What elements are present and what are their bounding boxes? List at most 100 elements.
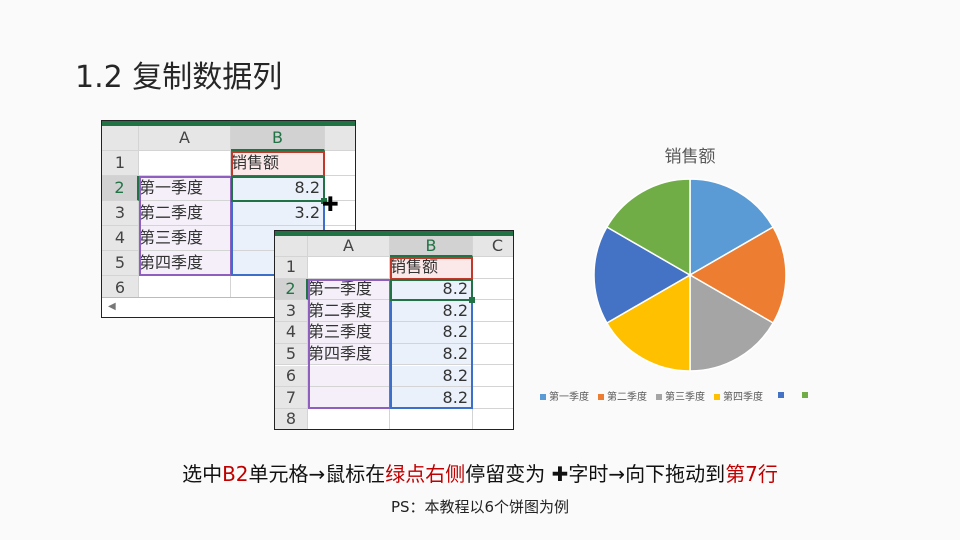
- cell-A3[interactable]: 第二季度: [308, 300, 390, 323]
- instruction-caption: 选中B2单元格→鼠标在绿点右侧停留变为 ✚字时→向下拖动到第7行: [0, 458, 960, 487]
- cell-A2[interactable]: 第一季度: [139, 176, 231, 201]
- row-header[interactable]: 4: [102, 226, 139, 251]
- ps-note: PS：本教程以6个饼图为例: [390, 498, 570, 516]
- cell-B2[interactable]: 8.2: [231, 176, 325, 201]
- cell-B2[interactable]: 8.2: [390, 278, 473, 301]
- cell-A1[interactable]: [308, 257, 390, 279]
- pie-slice-3[interactable]: [689, 273, 775, 372]
- row-header[interactable]: 3: [102, 201, 139, 226]
- cell-C2[interactable]: [325, 176, 355, 201]
- ribbon-bar: [102, 121, 355, 126]
- cell-B5[interactable]: 8.2: [390, 343, 473, 366]
- select-all-corner[interactable]: [102, 126, 139, 151]
- cell-A5[interactable]: 第四季度: [139, 251, 231, 276]
- cell-C1[interactable]: [473, 257, 513, 279]
- column-header-B[interactable]: B: [231, 126, 325, 151]
- legend-swatch: [598, 394, 604, 400]
- column-header-A[interactable]: A: [139, 126, 231, 151]
- row-header[interactable]: 1: [102, 151, 139, 176]
- caption-text: 单元格→鼠标在: [248, 462, 386, 486]
- chart-title: 销售额: [664, 147, 716, 167]
- legend-label: 第二季度: [607, 392, 647, 403]
- row-header[interactable]: 6: [102, 276, 139, 301]
- select-all-corner[interactable]: [275, 236, 308, 257]
- cell-B3[interactable]: 8.2: [390, 300, 473, 323]
- cell-A8[interactable]: [308, 408, 390, 429]
- fill-cursor-icon: ✚: [322, 192, 339, 216]
- legend-label: 第一季度: [549, 392, 589, 403]
- row-header[interactable]: 7: [275, 387, 308, 409]
- row-header[interactable]: 6: [275, 365, 308, 388]
- cell-C3[interactable]: [473, 300, 513, 323]
- cell-C4[interactable]: [473, 322, 513, 344]
- row-header[interactable]: 4: [275, 322, 308, 344]
- row-header[interactable]: 5: [102, 251, 139, 276]
- legend-swatch: [714, 394, 720, 400]
- cell-A3[interactable]: 第二季度: [139, 201, 231, 226]
- pie-slice-2[interactable]: [688, 225, 787, 325]
- legend-swatch: [802, 392, 808, 398]
- slide-title: 1.2 复制数据列: [75, 60, 283, 95]
- caption-highlight: 绿点右侧: [385, 462, 466, 486]
- cell-A6[interactable]: [139, 276, 231, 301]
- pie-slice-1[interactable]: [689, 178, 775, 277]
- legend-item: [802, 390, 811, 401]
- cell-C8[interactable]: [473, 409, 513, 429]
- row-header[interactable]: 1: [275, 257, 308, 279]
- fill-handle[interactable]: [321, 198, 327, 204]
- legend-item: 第三季度: [656, 388, 705, 403]
- caption-text: 停留变为: [465, 462, 552, 486]
- caption-text: 选中: [182, 462, 223, 486]
- legend-swatch: [656, 394, 662, 400]
- cell-C7[interactable]: [473, 387, 513, 409]
- pie-slice-6[interactable]: [605, 178, 691, 277]
- legend-label: 第四季度: [723, 392, 763, 403]
- caption-text: 字时→向下拖动到: [568, 462, 726, 486]
- cell-A7[interactable]: [308, 387, 390, 409]
- caption-highlight: 第7行: [725, 462, 778, 486]
- scroll-left-icon[interactable]: ◀: [108, 301, 116, 312]
- column-header-next[interactable]: [325, 126, 355, 151]
- caption-highlight: B2: [222, 462, 249, 486]
- cell-B1[interactable]: 销售额: [231, 151, 325, 176]
- cell-B3[interactable]: 3.2: [231, 201, 325, 226]
- column-header-B[interactable]: B: [390, 236, 473, 257]
- row-header[interactable]: 3: [275, 300, 308, 323]
- cell-C5[interactable]: [473, 344, 513, 366]
- crosshair-icon: ✚: [551, 462, 569, 486]
- cell-A2[interactable]: 第一季度: [308, 278, 390, 301]
- cell-A6[interactable]: [308, 365, 390, 388]
- cell-C1[interactable]: [325, 151, 355, 176]
- row-header[interactable]: 8: [275, 408, 308, 429]
- legend-item: 第二季度: [598, 388, 647, 403]
- column-header-C[interactable]: C: [473, 236, 513, 257]
- cell-B7[interactable]: 8.2: [390, 387, 473, 409]
- cell-A1[interactable]: [139, 151, 231, 176]
- row-header[interactable]: 5: [275, 343, 308, 366]
- legend-item: [778, 390, 787, 401]
- cell-A4[interactable]: 第三季度: [308, 322, 390, 344]
- pie-slice-5[interactable]: [593, 225, 692, 325]
- cell-B1[interactable]: 销售额: [390, 257, 473, 279]
- legend-swatch: [540, 394, 546, 400]
- column-header-A[interactable]: A: [308, 236, 390, 257]
- ribbon-bar: [275, 231, 513, 236]
- legend-item: 第四季度: [714, 388, 763, 403]
- cell-B4[interactable]: 8.2: [390, 322, 473, 344]
- fill-handle[interactable]: [469, 297, 475, 304]
- legend-swatch: [778, 392, 784, 398]
- cell-C3[interactable]: [325, 201, 355, 226]
- cell-B8[interactable]: [390, 408, 473, 429]
- row-header[interactable]: 2: [275, 278, 308, 301]
- cell-A5[interactable]: 第四季度: [308, 343, 390, 366]
- cell-C6[interactable]: [473, 366, 513, 388]
- pie-slice-4[interactable]: [605, 273, 691, 372]
- cell-C2[interactable]: [473, 279, 513, 301]
- pie-chart: [593, 178, 787, 372]
- chart-legend: 第一季度 第二季度 第三季度 第四季度: [540, 388, 811, 403]
- cell-B6[interactable]: 8.2: [390, 365, 473, 388]
- row-header[interactable]: 2: [102, 176, 139, 201]
- cell-A4[interactable]: 第三季度: [139, 226, 231, 251]
- legend-label: 第三季度: [665, 392, 705, 403]
